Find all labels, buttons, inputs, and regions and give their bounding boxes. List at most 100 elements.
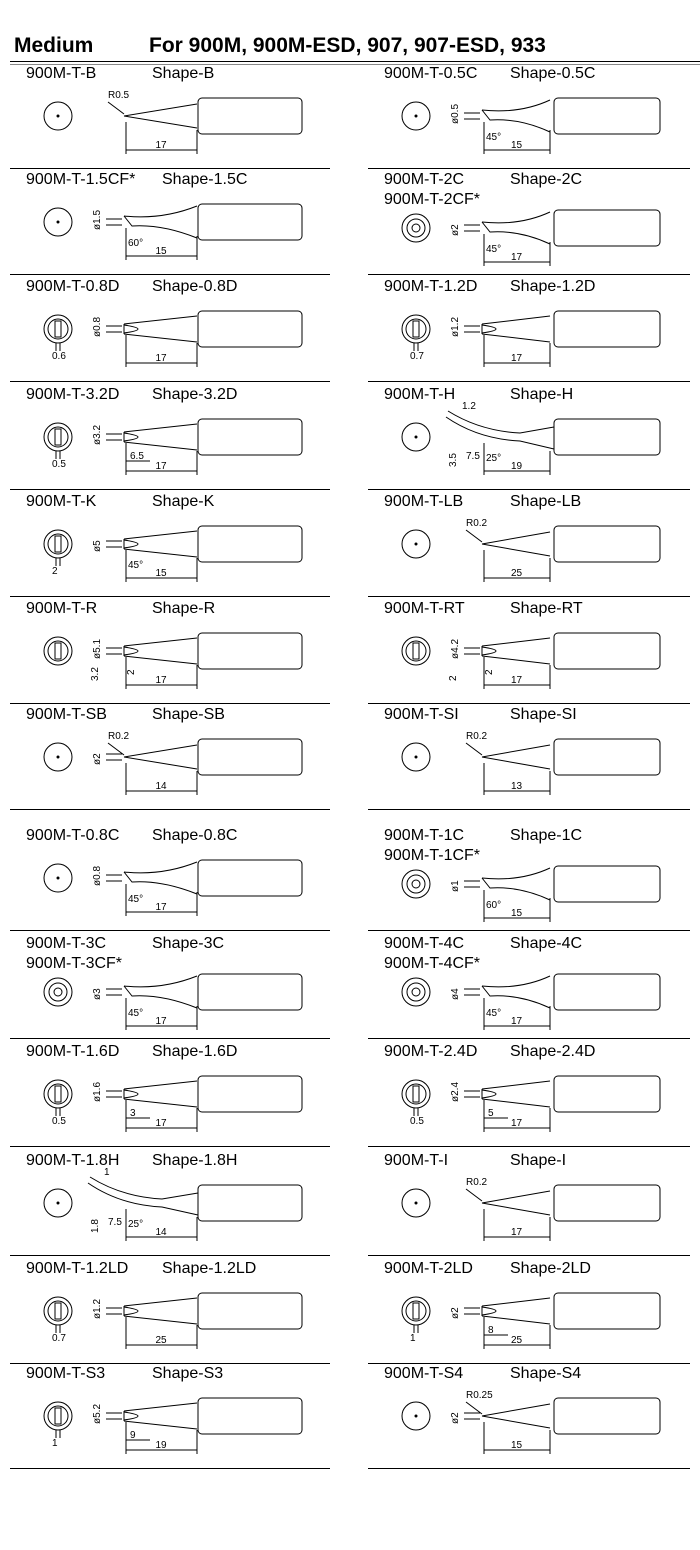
tip-flat-curve: [123, 646, 139, 656]
front-view-inner: [47, 533, 69, 555]
shape-name: Shape-1.6D: [152, 1043, 238, 1060]
front-view-outer: [401, 213, 431, 243]
angle-dimension: 25°: [486, 453, 501, 464]
front-view-outer: [43, 207, 73, 237]
width-dimension: 3.2: [90, 667, 101, 681]
tip-sleeve: [553, 418, 661, 456]
leader-line: [465, 742, 483, 756]
diameter-dimension: ø1.2: [450, 317, 461, 337]
front-view-outer: [43, 742, 73, 772]
cell-divider: [10, 1146, 330, 1147]
tip-flat-curve: [481, 324, 497, 334]
shape-name: Shape-1.5C: [162, 171, 248, 188]
leader-line: [107, 101, 125, 115]
front-view-outer: [401, 636, 431, 666]
tip-outline-bottom: [481, 1315, 551, 1325]
diameter-dimension: ø3.2: [92, 425, 103, 445]
leader-line: [465, 529, 483, 543]
length-dimension: 17: [511, 1118, 523, 1129]
front-view-dot: [414, 1414, 418, 1418]
front-view-dot: [56, 220, 60, 224]
bent-length-dimension: 7.5: [466, 451, 480, 462]
front-view-flat: [412, 642, 420, 660]
tip-flat-curve: [481, 646, 497, 656]
front-view-core: [53, 987, 63, 997]
cell-divider: [10, 596, 330, 597]
tip-flat-curve: [123, 432, 139, 442]
front-view-inner: [48, 982, 68, 1002]
tip-sleeve: [553, 97, 661, 135]
tip-outline-top: [123, 975, 198, 988]
diameter-dimension: ø5: [92, 540, 103, 552]
diameter-dimension: ø1: [450, 880, 461, 892]
tip-outline-bottom: [123, 1420, 198, 1430]
tip-outline-top: [481, 975, 551, 988]
cell-divider: [368, 1468, 690, 1469]
tip-sleeve: [553, 1184, 661, 1222]
part-number: 900M-T-R: [26, 600, 98, 617]
front-view-dot: [414, 435, 418, 439]
cell-divider: [368, 1255, 690, 1256]
front-view-outer: [401, 1188, 431, 1218]
front-view-inner: [405, 1300, 427, 1322]
shape-name: Shape-K: [152, 493, 215, 510]
tip-outline-bottom: [481, 109, 551, 133]
cell-divider: [368, 168, 690, 169]
flat-length-dimension: 6.5: [130, 451, 144, 462]
part-number-alt: 900M-T-4CF*: [384, 955, 481, 972]
front-view-outer: [43, 863, 73, 893]
part-number: 900M-T-1.2LD: [26, 1260, 129, 1277]
length-dimension: 14: [156, 781, 168, 792]
part-number: 900M-T-B: [26, 65, 97, 82]
tip-sleeve: [553, 525, 661, 563]
tip-outline-bottom: [481, 543, 551, 557]
cell-divider: [368, 489, 690, 490]
part-number: 900M-T-SI: [384, 706, 459, 723]
part-number: 900M-T-1.2D: [384, 278, 478, 295]
angle-dimension: 60°: [486, 900, 501, 911]
part-number: 900M-T-0.5C: [384, 65, 478, 82]
front-view-flat: [54, 535, 62, 553]
part-number: 900M-T-S3: [26, 1365, 106, 1382]
tip-flat-curve: [123, 539, 139, 549]
front-view-outer: [43, 1079, 73, 1109]
part-number: 900M-T-RT: [384, 600, 465, 617]
tip-outline-top: [123, 861, 198, 874]
front-view-outer: [43, 1188, 73, 1218]
tip-sleeve: [197, 310, 303, 348]
front-view-outer: [43, 977, 73, 1007]
tip-sleeve: [197, 632, 303, 670]
cell-divider: [10, 274, 330, 275]
length-dimension: 17: [156, 140, 168, 151]
front-view-inner: [47, 1300, 69, 1322]
tip-outline-top: [481, 531, 551, 545]
diameter-dimension: ø2: [450, 224, 461, 236]
thickness-dimension: 0.6: [52, 351, 66, 362]
part-number: 900M-T-0.8D: [26, 278, 120, 295]
angle-dimension: 45°: [486, 244, 501, 255]
leader-line: [465, 1188, 483, 1202]
tip-outline-top: [481, 1190, 551, 1204]
thickness-dimension: 2: [52, 566, 58, 577]
part-number: 900M-T-2LD: [384, 1260, 473, 1277]
tip-outline-top: [123, 1080, 198, 1090]
length-dimension: 19: [156, 1440, 168, 1451]
